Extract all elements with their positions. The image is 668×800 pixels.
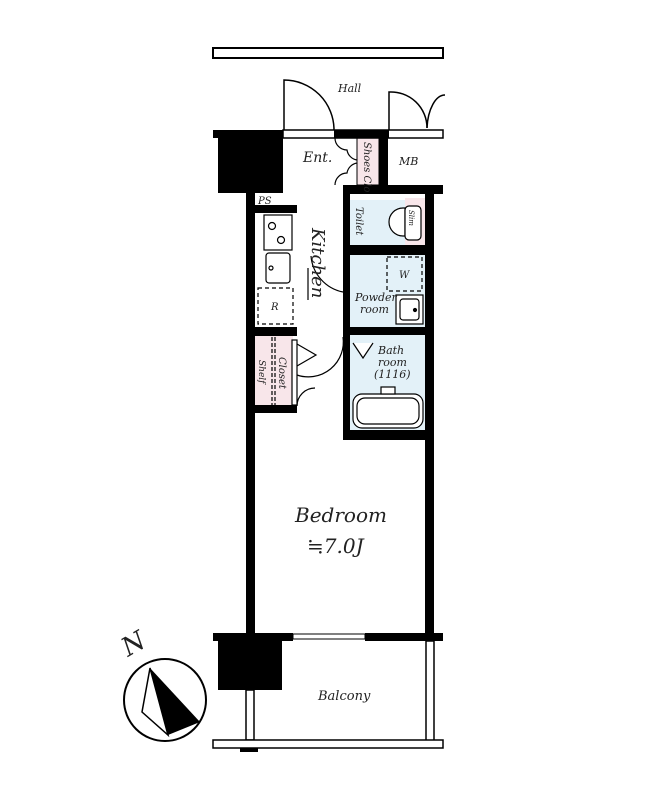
- shoes-closet-label: Shoes Clo: [361, 142, 372, 192]
- entrance-label: Ent.: [302, 150, 332, 166]
- toilet-label: Toilet: [353, 207, 364, 236]
- closet-doors: [271, 137, 358, 407]
- bedroom-size-label: ≒7.0J: [307, 534, 365, 558]
- hall-label: Hall: [337, 82, 362, 95]
- window-sash: [292, 633, 366, 640]
- balcony-rail: [212, 640, 444, 749]
- washer-label: W: [399, 270, 410, 281]
- meter-box-label: MB: [398, 155, 418, 168]
- kitchen-counter: [257, 214, 344, 325]
- powder-room-label-1: Powder: [354, 291, 398, 304]
- bedroom-label: Bedroom: [294, 503, 387, 527]
- kitchen-label: Kitchen: [307, 227, 328, 298]
- bath-label-2: room: [378, 356, 407, 369]
- powder-fixtures: [386, 256, 424, 325]
- bathtub: [352, 342, 424, 429]
- corridor-rail: [212, 47, 444, 59]
- balcony-label: Balcony: [317, 689, 371, 704]
- bath-size-label: (1116): [374, 368, 411, 381]
- closet-area: [255, 336, 293, 410]
- front-door: [283, 79, 446, 131]
- walls: [213, 129, 444, 752]
- shelf-label: Shelf: [256, 360, 266, 385]
- compass-north-label: N: [116, 625, 153, 663]
- powder-room-label-2: room: [360, 303, 389, 316]
- bath-label-1: Bath: [377, 344, 404, 357]
- refrigerator-label: R: [270, 302, 279, 313]
- toilet-remote-label: Slim: [407, 210, 415, 226]
- compass-icon: N: [116, 625, 207, 742]
- closet-label: Closet: [276, 357, 287, 390]
- toilet-fixture: [388, 205, 422, 241]
- pipe-space-label: PS: [257, 196, 272, 207]
